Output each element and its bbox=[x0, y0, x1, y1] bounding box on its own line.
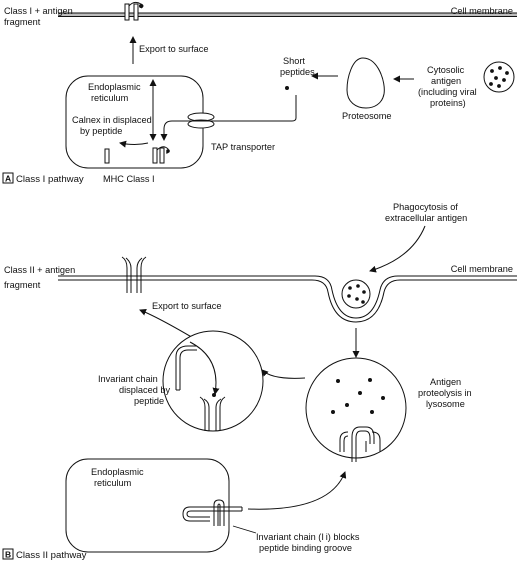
mhc-class-i-surface-icon bbox=[124, 1, 144, 21]
ii-blocks-label-1: Invariant chain (I i) blocks bbox=[256, 532, 360, 542]
cell-membrane-label-b: Cell membrane bbox=[451, 264, 513, 274]
panel-a-badge: A bbox=[2, 172, 14, 184]
calnexin-icon bbox=[104, 148, 110, 164]
short-peptide-dot bbox=[285, 86, 289, 90]
short-peptides-label-1: Short bbox=[283, 56, 305, 66]
panel-a-class-i: Class I + antigen fragment Cell membrane… bbox=[2, 1, 517, 185]
cytosolic-label-1: Cytosolic bbox=[427, 65, 465, 75]
er-label-b-1: Endoplasmic bbox=[91, 467, 144, 477]
invariant-chain-pointer bbox=[232, 525, 257, 534]
invariant-label-1: Invariant chain bbox=[98, 374, 158, 384]
mhc-class-ii-surface-icon bbox=[121, 256, 147, 293]
displaced-invariant-chain-icon bbox=[175, 345, 197, 391]
short-peptides-label-2: peptides bbox=[280, 67, 315, 77]
calnex-arrow bbox=[119, 140, 149, 148]
class-ii-pathway-title: Class II pathway bbox=[16, 550, 87, 561]
calnex-label-2: by peptide bbox=[80, 126, 122, 136]
panel-b-class-ii: Phagocytosis of extracellular antigen Cl… bbox=[2, 202, 517, 561]
proteolysis-label-2: proteolysis in bbox=[418, 388, 472, 398]
invariant-label-2: displaced by bbox=[119, 385, 170, 395]
cytosolic-label-3: (including viral bbox=[418, 87, 477, 97]
cell-membrane-b bbox=[58, 275, 517, 323]
mhc-class-i-er-icon bbox=[152, 146, 170, 164]
panel-a-badge-letter: A bbox=[5, 174, 11, 184]
endosome-vesicle bbox=[162, 330, 264, 432]
phagocytosis-arrow bbox=[369, 225, 426, 273]
panel-b-badge: B bbox=[2, 548, 14, 560]
cytosolic-label-2: antigen bbox=[431, 76, 461, 86]
cytosolic-antigen-icon bbox=[483, 61, 515, 93]
proteosome-label: Proteosome bbox=[342, 111, 392, 121]
er-to-lysosome-arrow bbox=[247, 471, 347, 510]
class-i-fragment-label-1: Class I + antigen bbox=[4, 6, 73, 16]
peptide-route-arrow bbox=[160, 95, 297, 141]
ii-blocks-label-2: peptide binding groove bbox=[259, 543, 352, 553]
proteolysis-label-3: lysosome bbox=[426, 399, 465, 409]
phagocytosis-label-2: extracellular antigen bbox=[385, 213, 467, 223]
panel-b-badge-letter: B bbox=[5, 550, 11, 560]
invariant-label-3: peptide bbox=[134, 396, 164, 406]
invariant-displacement-arrow bbox=[189, 341, 220, 395]
export-to-surface-label-b: Export to surface bbox=[152, 301, 221, 311]
peptide-dot-vesicle bbox=[212, 393, 216, 397]
lysosome-antigen-fragments bbox=[331, 378, 385, 414]
proteosome-icon bbox=[346, 57, 385, 109]
er-label-a-2: reticulum bbox=[91, 93, 129, 103]
phagocytosed-antigen-icon bbox=[341, 279, 371, 309]
phagocytosis-label-1: Phagocytosis of bbox=[393, 202, 458, 212]
class-ii-fragment-label-2: fragment bbox=[4, 280, 41, 290]
endoplasmic-reticulum-b bbox=[65, 458, 230, 553]
mhc-class-ii-invariant-lysosome-icon bbox=[339, 426, 381, 462]
export-to-surface-label-a: Export to surface bbox=[139, 44, 208, 54]
calnex-label-1: Calnex in displaced bbox=[72, 115, 152, 125]
class-i-pathway-title: Class I pathway bbox=[16, 174, 84, 185]
cell-membrane-label-a: Cell membrane bbox=[451, 6, 513, 16]
mhc-class-i-label: MHC Class I bbox=[103, 174, 155, 184]
class-ii-fragment-label-1: Class II + antigen bbox=[4, 265, 75, 275]
tap-transporter-label: TAP transporter bbox=[211, 142, 275, 152]
cytosolic-label-4: proteins) bbox=[430, 98, 466, 108]
invariant-chain-er-icon bbox=[182, 499, 243, 526]
er-label-b-2: reticulum bbox=[94, 478, 132, 488]
mhc-class-ii-vesicle-icon bbox=[199, 396, 226, 431]
lysosome-to-vesicle-arrow bbox=[261, 369, 306, 379]
class-i-fragment-label-2: fragment bbox=[4, 17, 41, 27]
er-label-a-1: Endoplasmic bbox=[88, 82, 141, 92]
proteolysis-label-1: Antigen bbox=[430, 377, 461, 387]
